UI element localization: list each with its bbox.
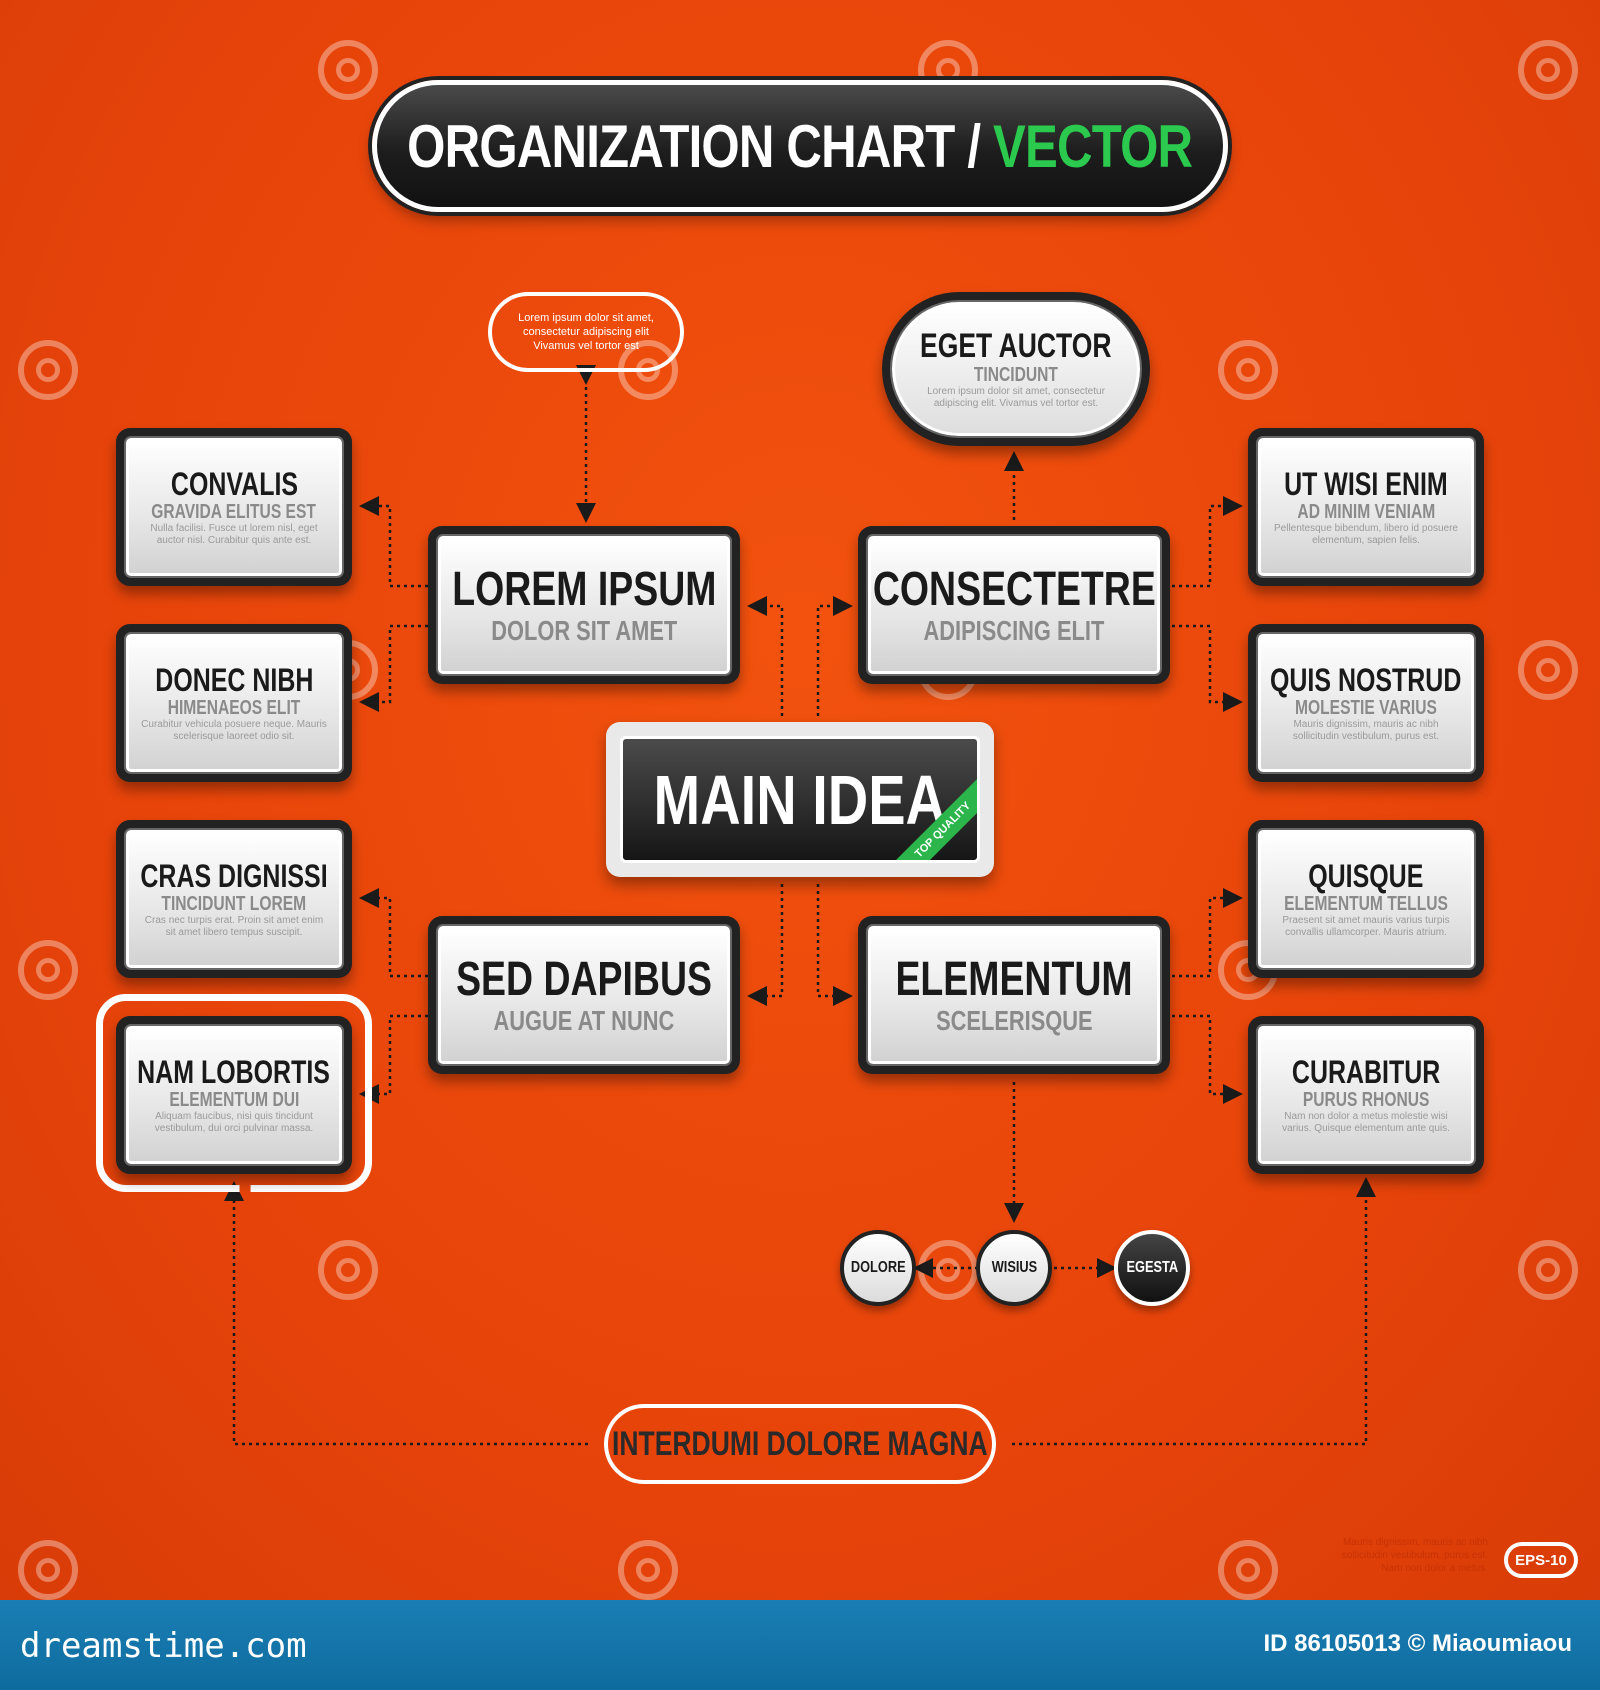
- node-convalis: CONVALIS GRAVIDA ELITUS EST Nulla facili…: [116, 428, 352, 586]
- bottom-pill: INTERDUMI DOLORE MAGNA: [604, 1404, 996, 1484]
- node-cras-dignissi: CRAS DIGNISSI TINCIDUNT LOREM Cras nec t…: [116, 820, 352, 978]
- node-ut-wisi-enim: UT WISI ENIM AD MINIM VENIAM Pellentesqu…: [1248, 428, 1484, 586]
- node-text: Nam non dolor a metus molestie wisi vari…: [1282, 1111, 1450, 1134]
- node-heading: EGET AUCTOR: [920, 327, 1112, 365]
- node-elementum: ELEMENTUM SCELERISQUE: [858, 916, 1170, 1074]
- node-lorem-ipsum: LOREM IPSUM DOLOR SIT AMET: [428, 526, 740, 684]
- footer-image-id: ID 86105013 © Miaoumiaou: [1263, 1630, 1572, 1657]
- node-heading: CRAS DIGNISSI: [140, 858, 328, 894]
- node-heading: LOREM IPSUM: [451, 563, 717, 616]
- watermark-spiral-icon: [1218, 340, 1278, 400]
- watermark-spiral-icon: [18, 1540, 78, 1600]
- title-main: ORGANIZATION CHART /: [407, 112, 981, 180]
- node-quis-nostrud: QUIS NOSTRUD MOLESTIE VARIUS Mauris dign…: [1248, 624, 1484, 782]
- node-heading: QUIS NOSTRUD: [1270, 662, 1462, 698]
- node-heading: NAM LOBORTIS: [137, 1054, 331, 1090]
- node-text: Praesent sit amet mauris varius turpis c…: [1282, 915, 1450, 938]
- footer-bar: dreamstime.com ID 86105013 © Miaoumiaou: [0, 1600, 1600, 1690]
- watermark-spiral-icon: [1518, 640, 1578, 700]
- node-subheading: MOLESTIE VARIUS: [1295, 697, 1437, 719]
- node-donec-nibh: DONEC NIBH HIMENAEOS ELIT Curabitur vehi…: [116, 624, 352, 782]
- watermark-spiral-icon: [618, 1540, 678, 1600]
- circle-wisius: WISIUS: [976, 1230, 1052, 1306]
- node-text: Mauris dignissim, mauris ac nibh sollici…: [1292, 719, 1440, 742]
- watermark-spiral-icon: [18, 340, 78, 400]
- node-subheading: SCELERISQUE: [935, 1005, 1093, 1036]
- main-idea-label: MAIN IDEA: [653, 760, 947, 839]
- circle-egesta: EGESTA: [1114, 1230, 1190, 1306]
- node-subheading: ELEMENTUM TELLUS: [1284, 893, 1448, 915]
- watermark-spiral-icon: [18, 940, 78, 1000]
- node-subheading: DOLOR SIT AMET: [490, 615, 678, 646]
- node-text: Aliquam faucibus, nisi quis tincidunt ve…: [154, 1111, 314, 1134]
- node-subheading: GRAVIDA ELITUS EST: [151, 501, 317, 523]
- node-curabitur: CURABITUR PURUS RHONUS Nam non dolor a m…: [1248, 1016, 1484, 1174]
- node-main-idea: MAIN IDEA TOP QUALITY: [606, 722, 994, 877]
- title-accent: VECTOR: [993, 112, 1193, 180]
- node-subheading: PURUS RHONUS: [1302, 1089, 1430, 1111]
- faint-caption: Mauris dignissim, mauris ac nibh sollici…: [1341, 1537, 1488, 1574]
- watermark-spiral-icon: [318, 1240, 378, 1300]
- node-heading: DONEC NIBH: [154, 662, 314, 698]
- watermark-spiral-icon: [1518, 40, 1578, 100]
- node-text: Curabitur vehicula posuere neque. Mauris…: [141, 719, 327, 742]
- node-subheading: TINCIDUNT LOREM: [161, 893, 307, 915]
- node-subheading: AUGUE AT NUNC: [493, 1005, 675, 1036]
- note-bubble: Lorem ipsum dolor sit amet, consectetur …: [488, 292, 684, 372]
- eps-badge: EPS-10: [1504, 1542, 1578, 1578]
- node-text: Cras nec turpis erat. Proin sit amet eni…: [144, 915, 324, 938]
- node-heading: QUISQUE: [1308, 858, 1424, 894]
- node-heading: CONVALIS: [170, 466, 298, 502]
- node-heading: UT WISI ENIM: [1284, 466, 1448, 502]
- chart-canvas: ORGANIZATION CHART / VECTOR Lorem ipsum …: [0, 0, 1600, 1600]
- node-heading: ELEMENTUM: [895, 953, 1133, 1006]
- node-subheading: HIMENAEOS ELIT: [167, 697, 301, 719]
- node-text: Nulla facilisi. Fusce ut lorem nisl, ege…: [150, 523, 318, 546]
- node-nam-lobortis: NAM LOBORTIS ELEMENTUM DUI Aliquam fauci…: [116, 1016, 352, 1174]
- footer-site-link[interactable]: dreamstime.com: [20, 1626, 307, 1666]
- watermark-spiral-icon: [1218, 1540, 1278, 1600]
- connector-lines: [224, 365, 1376, 1446]
- chart-title: ORGANIZATION CHART / VECTOR: [372, 80, 1228, 212]
- bottom-pill-label: INTERDUMI DOLORE MAGNA: [612, 1424, 988, 1463]
- node-consectetre: CONSECTETRE ADIPISCING ELIT: [858, 526, 1170, 684]
- node-quisque: QUISQUE ELEMENTUM TELLUS Praesent sit am…: [1248, 820, 1484, 978]
- node-sed-dapibus: SED DAPIBUS AUGUE AT NUNC: [428, 916, 740, 1074]
- node-subheading: ADIPISCING ELIT: [923, 615, 1105, 646]
- node-subheading: AD MINIM VENIAM: [1297, 501, 1435, 523]
- node-text: Pellentesque bibendum, libero id posuere…: [1273, 523, 1458, 546]
- node-text: Lorem ipsum dolor sit amet, consectetur …: [927, 386, 1105, 409]
- node-heading: SED DAPIBUS: [456, 953, 712, 1006]
- node-subheading: TINCIDUNT: [973, 364, 1059, 386]
- node-heading: CURABITUR: [1291, 1054, 1441, 1090]
- node-heading: CONSECTETRE: [872, 563, 1156, 616]
- circle-dolore: DOLORE: [840, 1230, 916, 1306]
- watermark-spiral-icon: [318, 40, 378, 100]
- node-eget-auctor: EGET AUCTOR TINCIDUNT Lorem ipsum dolor …: [882, 292, 1150, 446]
- highlight-frame: [96, 994, 372, 1192]
- watermark-spiral-icon: [1518, 1240, 1578, 1300]
- node-subheading: ELEMENTUM DUI: [168, 1089, 299, 1111]
